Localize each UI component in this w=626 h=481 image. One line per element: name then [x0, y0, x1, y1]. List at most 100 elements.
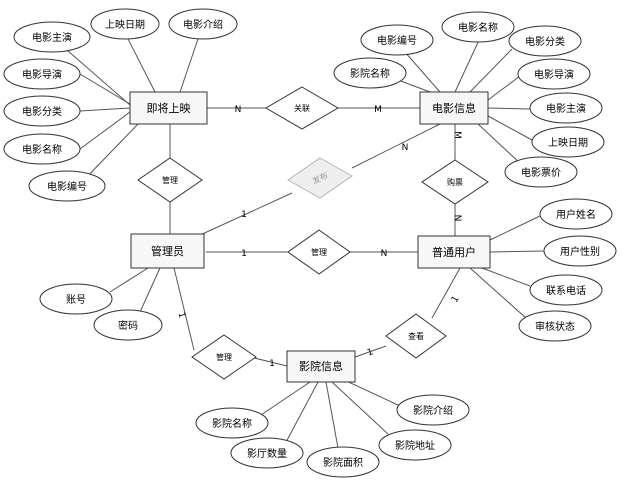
relation-release[interactable]: 发布 — [287, 157, 353, 199]
edge-review-user — [431, 267, 461, 319]
attr-user-gender[interactable]: 用户性别 — [543, 235, 617, 267]
edge-cinema-name — [257, 381, 311, 418]
attr-movie-name[interactable]: 电影名称 — [441, 11, 515, 43]
card-review-user: 1 — [450, 295, 462, 305]
attr-cinema-hall-count-label: 影厅数量 — [247, 447, 287, 460]
entity-user-label: 普通用户 — [432, 245, 476, 259]
attr-movie-cinema-name[interactable]: 影院名称 — [333, 57, 407, 89]
attr-admin-account-label: 账号 — [66, 294, 86, 306]
card-admin-manage: 1 — [241, 249, 247, 259]
attr-cinema-name-label: 影院名称 — [212, 417, 252, 430]
attr-movie-director[interactable]: 电影导演 — [517, 58, 591, 90]
edge-user-gender — [489, 250, 546, 253]
card-admin-release: 1 — [241, 210, 247, 220]
edge-release-movie — [351, 123, 441, 169]
edge-movie-category — [469, 48, 513, 93]
attr-movie-cinema-name-label: 影院名称 — [350, 67, 390, 80]
attr-admin-account[interactable]: 账号 — [39, 283, 113, 315]
attr-movie-release-date[interactable]: 上映日期 — [531, 126, 605, 158]
attr-upcoming-lead-actor-label: 电影主演 — [32, 31, 72, 44]
attr-upcoming-category[interactable]: 电影分类 — [3, 95, 81, 127]
edge-admin-account — [109, 267, 149, 293]
attr-user-status[interactable]: 审核状态 — [518, 310, 592, 342]
edge-user-phone — [481, 267, 531, 287]
attr-user-name-label: 用户姓名 — [556, 208, 596, 221]
edge-movie-name — [454, 37, 481, 93]
edge-cinema-intro — [339, 377, 401, 407]
entity-user[interactable]: 普通用户 — [417, 235, 491, 269]
relation-associate[interactable]: 关联 — [265, 86, 339, 130]
attr-upcoming-lead-actor[interactable]: 电影主演 — [13, 21, 91, 53]
attr-cinema-address[interactable]: 影院地址 — [378, 429, 452, 461]
card-cinema-review: 1 — [366, 347, 375, 358]
edge-user-name — [489, 215, 541, 241]
attr-upcoming-category-label: 电影分类 — [22, 105, 62, 118]
attr-cinema-area-label: 影院面积 — [323, 456, 363, 469]
attr-upcoming-director-label: 电影导演 — [22, 68, 62, 81]
attr-upcoming-intro-label: 电影介绍 — [183, 18, 223, 31]
attr-movie-price-label: 电影票价 — [521, 166, 561, 179]
attr-upcoming-name[interactable]: 电影名称 — [3, 133, 81, 165]
attr-user-name[interactable]: 用户姓名 — [539, 198, 613, 230]
edge-admin-cinema-rel — [173, 267, 195, 351]
attr-movie-number[interactable]: 电影编号 — [360, 24, 434, 56]
card-associate-movie: M — [374, 105, 382, 115]
relation-buy-ticket-label: 购票 — [447, 177, 463, 187]
relation-review-label: 查看 — [408, 331, 424, 341]
entity-upcoming[interactable]: 即将上映 — [129, 91, 208, 125]
attr-cinema-address-label: 影院地址 — [395, 439, 435, 452]
card-manage-user: N — [381, 249, 388, 259]
entity-admin[interactable]: 管理员 — [130, 233, 205, 269]
attr-upcoming-number[interactable]: 电影编号 — [28, 170, 106, 202]
edge-upcoming-name — [79, 111, 131, 150]
attr-cinema-intro-label: 影院介绍 — [413, 404, 453, 417]
edge-admin-password — [139, 267, 161, 313]
edge-movie-lead-actor — [487, 107, 531, 110]
edges — [51, 32, 546, 449]
edge-cinema-area — [325, 381, 339, 449]
entity-movie-info[interactable]: 电影信息 — [419, 91, 489, 125]
attr-movie-number-label: 电影编号 — [377, 34, 417, 47]
relation-buy-ticket[interactable]: 购票 — [421, 159, 489, 205]
cardinalities: N M N 1 M N 1 N 1 1 1 1 — [175, 105, 462, 369]
edge-upcoming-intro — [179, 32, 201, 93]
entity-upcoming-label: 即将上映 — [147, 102, 191, 115]
attr-user-phone[interactable]: 联系电话 — [529, 274, 603, 306]
card-upcoming-associate: N — [235, 105, 242, 115]
entity-cinema-label: 影院信息 — [299, 359, 343, 373]
relation-manage-cinema-label: 管理 — [216, 352, 232, 362]
edge-cinema-hall-count — [284, 381, 319, 445]
attr-admin-password[interactable]: 密码 — [93, 309, 163, 341]
attr-upcoming-director[interactable]: 电影导演 — [3, 58, 81, 90]
edge-upcoming-director — [79, 73, 131, 105]
attr-admin-password-label: 密码 — [118, 319, 138, 332]
attr-movie-director-label: 电影导演 — [534, 68, 574, 81]
relation-review[interactable]: 查看 — [385, 313, 447, 359]
attr-upcoming-release-date[interactable]: 上映日期 — [90, 8, 160, 40]
attr-cinema-hall-count[interactable]: 影厅数量 — [230, 437, 304, 469]
edge-admin-release — [197, 192, 293, 237]
attr-movie-price[interactable]: 电影票价 — [504, 156, 578, 188]
attr-movie-name-label: 电影名称 — [458, 21, 498, 34]
edge-movie-price — [477, 123, 523, 166]
relation-manage-upcoming[interactable]: 管理 — [137, 157, 203, 203]
attr-user-status-label: 审核状态 — [535, 320, 575, 333]
attr-movie-lead-actor[interactable]: 电影主演 — [529, 92, 603, 124]
attr-upcoming-number-label: 电影编号 — [47, 180, 87, 193]
attr-movie-category[interactable]: 电影分类 — [508, 25, 582, 57]
card-admin-cinema-rel: 1 — [175, 311, 186, 319]
attr-cinema-area[interactable]: 影院面积 — [306, 446, 380, 478]
edge-cinema-review — [354, 345, 387, 358]
entity-cinema[interactable]: 影院信息 — [286, 350, 356, 383]
relation-associate-label: 关联 — [294, 103, 310, 113]
edge-upcoming-release-date — [124, 32, 156, 93]
attr-movie-release-date-label: 上映日期 — [548, 137, 588, 149]
card-release-movie: N — [402, 143, 409, 153]
relation-manage-user[interactable]: 管理 — [287, 229, 351, 275]
relation-manage-cinema[interactable]: 管理 — [191, 334, 257, 380]
attr-upcoming-intro[interactable]: 电影介绍 — [168, 8, 238, 40]
attr-cinema-intro[interactable]: 影院介绍 — [396, 394, 470, 426]
attr-movie-category-label: 电影分类 — [525, 35, 565, 48]
attr-cinema-name[interactable]: 影院名称 — [195, 407, 269, 439]
attr-movie-lead-actor-label: 电影主演 — [546, 102, 586, 115]
